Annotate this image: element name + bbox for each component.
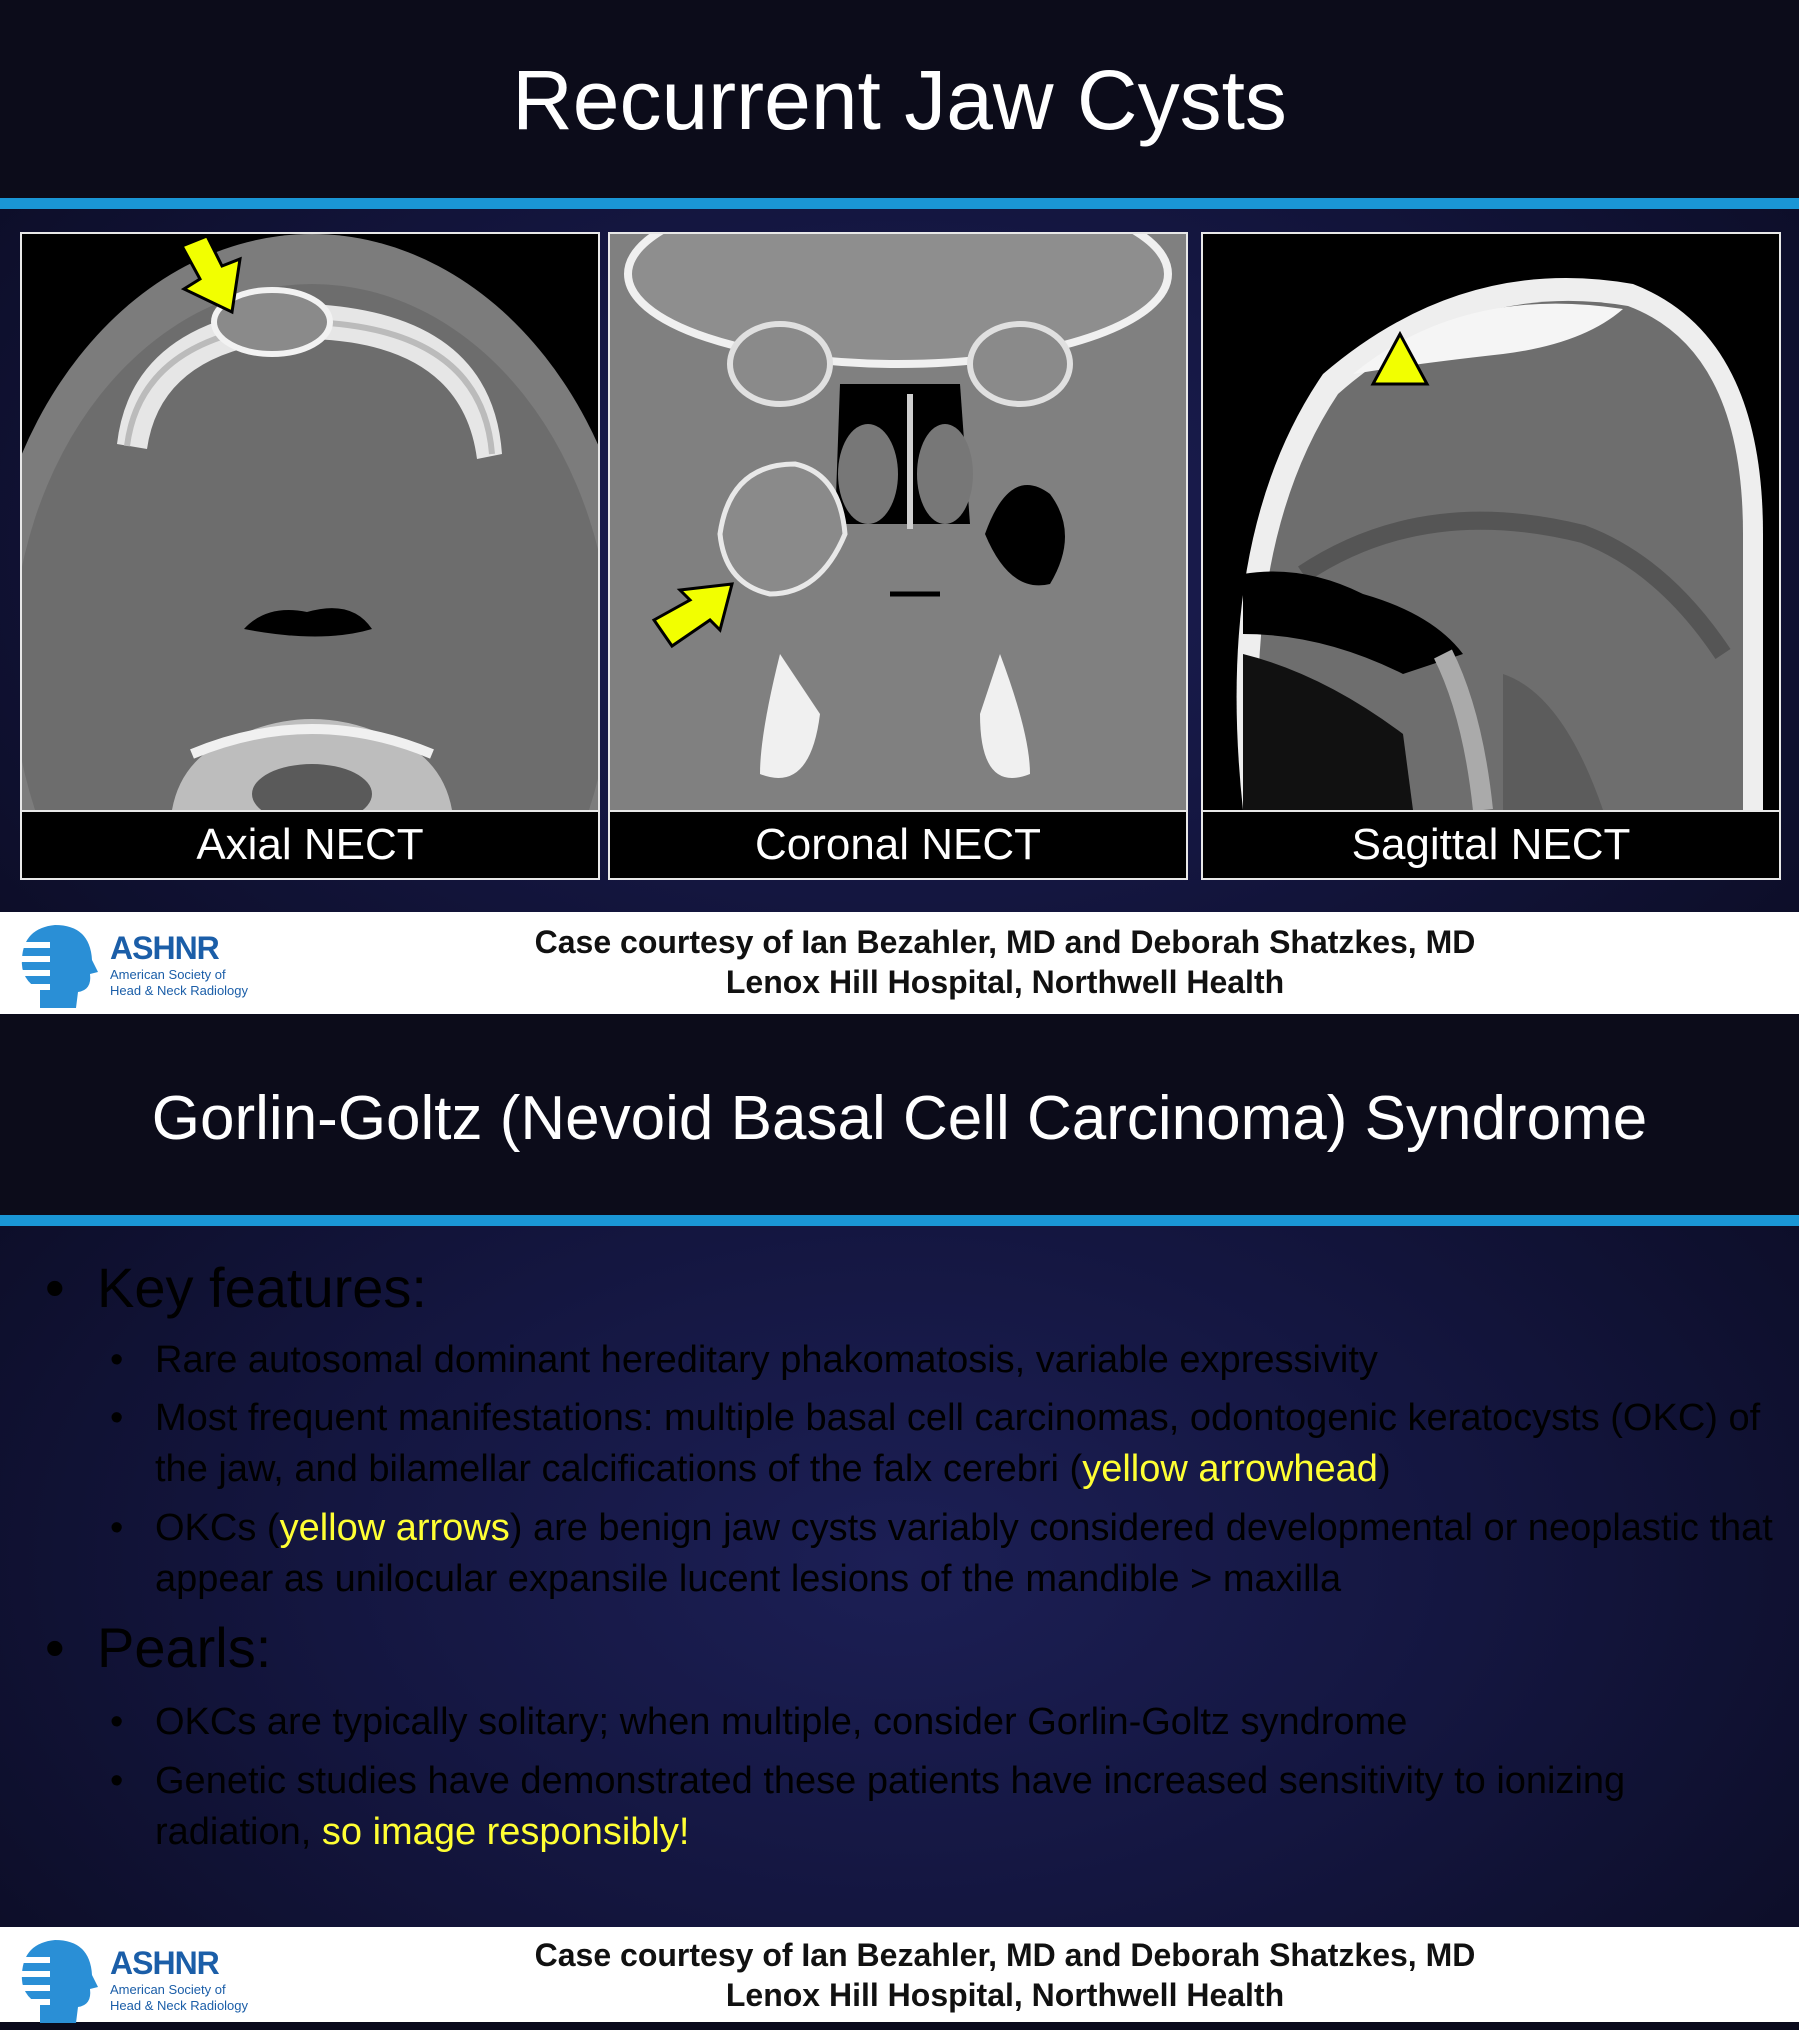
slide-gorlin-goltz: Gorlin-Goltz (Nevoid Basal Cell Carcinom… [0,1015,1799,1927]
credit-line2: Lenox Hill Hospital, Northwell Health [725,964,1285,1000]
coronal-ct-image [608,232,1188,812]
title-band [0,1015,1799,1215]
credit-line1: Case courtesy of Ian Bezahler, MD and De… [534,924,1476,960]
caption-coronal: Coronal NECT [608,810,1188,880]
credit-line2: Lenox Hill Hospital, Northwell Health [725,1977,1285,2013]
highlight-yellow-arrowhead: yellow arrowhead [1082,1448,1378,1490]
yellow-arrowhead-icon [1370,330,1430,386]
axial-ct-image [20,232,600,812]
sagittal-ct-image [1201,232,1781,812]
footer-credit-bar: ASHNR American Society of Head & Neck Ra… [0,912,1799,1014]
logo-subtitle-line1: American Society of [110,1982,226,1997]
slide-title: Gorlin-Goltz (Nevoid Basal Cell Carcinom… [151,1084,1648,1153]
head-profile-icon [10,925,98,1008]
footer-credit-bar: ASHNR American Society of Head & Neck Ra… [0,1927,1799,2025]
logo-subtitle-line2: Head & Neck Radiology [110,1998,249,2013]
highlight-image-responsibly: so image responsibly! [321,1811,690,1853]
title-rule [0,198,1799,209]
title-rule [0,1215,1799,1226]
caption-sagittal: Sagittal NECT [1201,810,1781,880]
yellow-arrow-icon [651,582,735,649]
title-band [0,0,1799,198]
highlight-yellow-arrows: yellow arrows [279,1507,510,1549]
credit-line1: Case courtesy of Ian Bezahler, MD and De… [534,1937,1476,1973]
head-profile-icon [10,1940,98,2023]
caption-axial: Axial NECT [20,810,600,880]
logo-name: ASHNR [110,1945,220,1981]
yellow-arrow-icon [179,234,242,315]
ashnr-logo: ASHNR American Society of Head & Neck Ra… [10,1935,260,2025]
logo-subtitle-line1: American Society of [110,967,226,982]
logo-subtitle-line2: Head & Neck Radiology [110,983,249,998]
slide-recurrent-jaw-cysts: Recurrent Jaw Cysts Axial NECT [0,0,1799,912]
slide-title: Recurrent Jaw Cysts [512,53,1287,147]
logo-name: ASHNR [110,930,220,966]
ashnr-logo: ASHNR American Society of Head & Neck Ra… [10,920,260,1010]
